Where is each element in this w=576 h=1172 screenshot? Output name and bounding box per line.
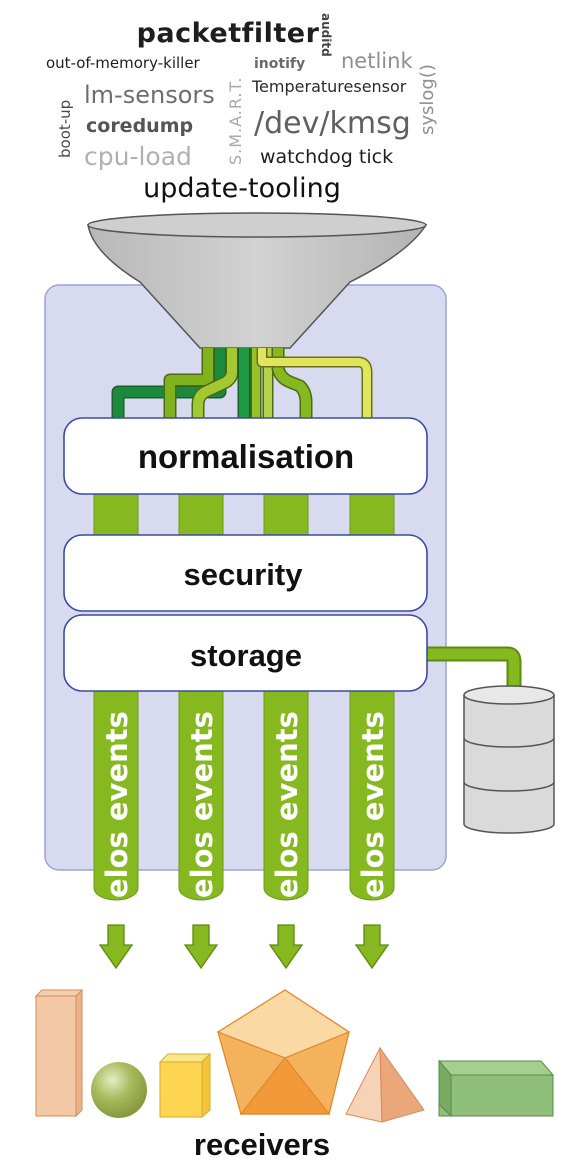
down-arrows — [98, 924, 390, 970]
event-pipe-3: elos events — [263, 689, 309, 901]
event-pipe-4: elos events — [349, 689, 395, 901]
word-netlink: netlink — [341, 49, 413, 73]
word-syslog: syslog() — [417, 64, 438, 135]
receivers-label: receivers — [194, 1127, 330, 1162]
event-pipe-label-2: elos events — [185, 711, 219, 898]
stage-normalisation: normalisation — [63, 417, 428, 495]
word-dev-kmsg: /dev/kmsg — [254, 106, 411, 141]
stage-storage: storage — [63, 614, 428, 692]
pipe-segment-1 — [93, 491, 139, 539]
source-word-cloud: packetfilter out-of-memory-killer auditd… — [46, 13, 438, 204]
event-pipe-label-3: elos events — [270, 711, 304, 898]
receiver-shapes — [34, 988, 555, 1123]
word-cpu-load: cpu-load — [84, 142, 192, 171]
input-funnel — [87, 212, 428, 349]
receiver-flat-box-icon — [437, 1059, 555, 1118]
down-arrow-4-icon — [354, 924, 390, 970]
stage-label-normalisation: normalisation — [138, 438, 354, 475]
word-watchdog-tick: watchdog tick — [260, 146, 393, 168]
down-arrow-1-icon — [98, 924, 134, 970]
pipe-segment-3 — [263, 491, 309, 539]
receiver-sphere-icon — [91, 1062, 147, 1118]
event-pipe-2: elos events — [178, 689, 224, 901]
stage-label-security: security — [184, 557, 304, 592]
word-boot-up: boot-up — [56, 100, 74, 158]
word-update-tooling: update-tooling — [143, 173, 341, 204]
receiver-cube-icon — [158, 1052, 212, 1119]
stage-label-storage: storage — [190, 638, 302, 673]
inter-stage-pipes — [93, 491, 395, 539]
word-out-of-memory-killer: out-of-memory-killer — [46, 54, 201, 72]
word-inotify: inotify — [254, 56, 305, 72]
pipe-segment-2 — [178, 491, 224, 539]
word-coredump: coredump — [86, 115, 193, 137]
event-pipe-1: elos events — [93, 689, 139, 901]
receiver-pyramid-icon — [345, 1046, 425, 1123]
down-arrow-2-icon — [183, 924, 219, 970]
down-arrow-3-icon — [268, 924, 304, 970]
word-auditd: auditd — [319, 13, 333, 57]
event-pipe-label-4: elos events — [356, 711, 390, 898]
word-packetfilter: packetfilter — [137, 18, 320, 49]
word-temperaturesensor: Temperaturesensor — [251, 77, 407, 96]
receiver-polyhedron-icon — [216, 989, 351, 1116]
database-icon — [463, 685, 555, 834]
event-pipe-label-1: elos events — [100, 711, 134, 898]
stage-security: security — [63, 534, 428, 612]
word-smart: S.M.A.R.T. — [226, 77, 245, 165]
receiver-tall-box-icon — [34, 988, 84, 1118]
event-pipes: elos events elos events elos events elos… — [93, 689, 395, 901]
funnel-output-pipes — [111, 348, 373, 420]
funnel-rim — [87, 212, 427, 238]
word-lm-sensors: lm-sensors — [84, 81, 215, 109]
pipe-segment-4 — [349, 491, 395, 539]
